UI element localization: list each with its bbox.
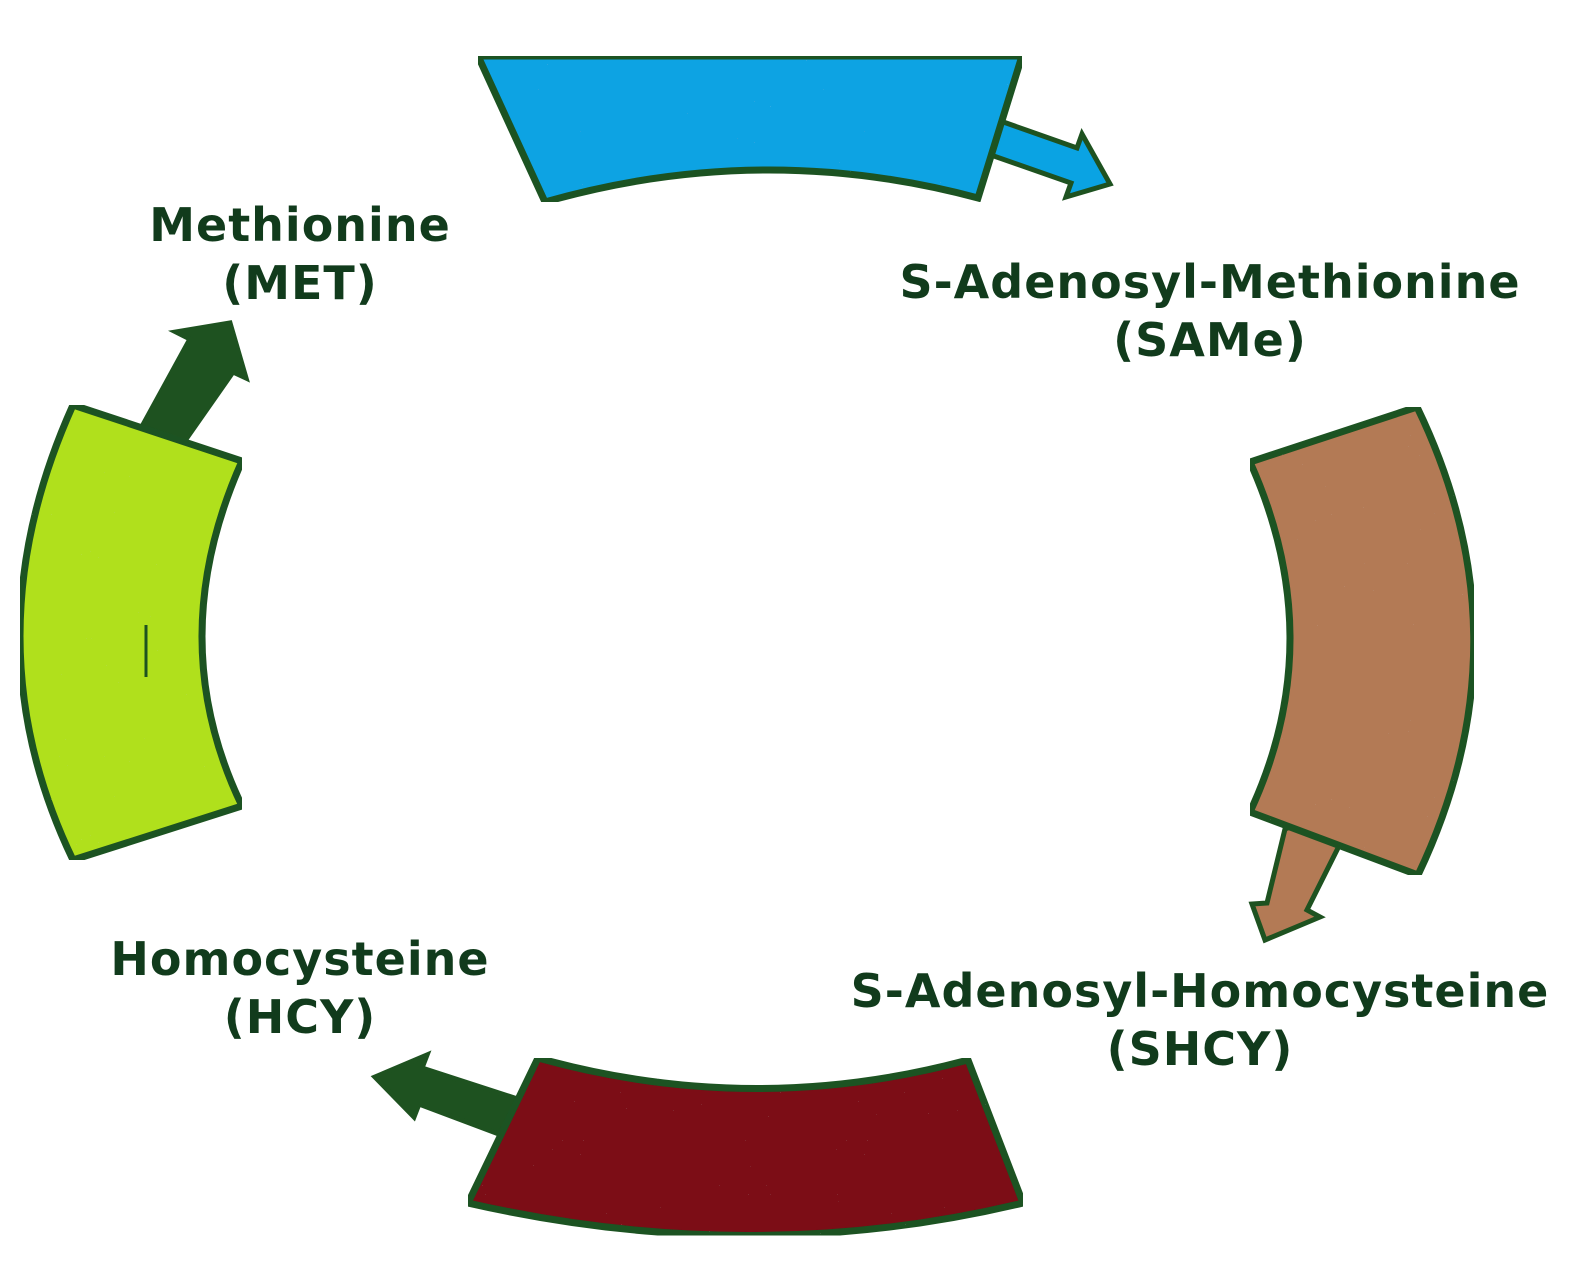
label-homocysteine: Homocysteine (HCY) (100, 930, 500, 1046)
label-same-abbr: (SAMe) (1113, 313, 1307, 367)
label-methionine: Methionine (MET) (100, 196, 500, 312)
label-methionine-name: Methionine (149, 198, 451, 252)
segment-left (16, 400, 247, 865)
segment-right (1245, 402, 1478, 880)
label-shcy-name: S-Adenosyl-Homocysteine (850, 964, 1550, 1018)
label-shcy-abbr: (SHCY) (1106, 1022, 1294, 1076)
label-same-name: S-Adenosyl-Methionine (899, 255, 1521, 309)
label-s-adenosyl-methionine: S-Adenosyl-Methionine (SAMe) (880, 253, 1540, 369)
label-methionine-abbr: (MET) (222, 256, 378, 310)
segment-bottom (462, 1053, 1028, 1239)
label-homocysteine-name: Homocysteine (110, 932, 490, 986)
label-s-adenosyl-homocysteine: S-Adenosyl-Homocysteine (SHCY) (835, 962, 1565, 1078)
segment-top (472, 52, 1027, 207)
arrow-to-shcy (1248, 819, 1349, 944)
label-homocysteine-abbr: (HCY) (223, 990, 377, 1044)
arrow-to-met (135, 320, 250, 456)
